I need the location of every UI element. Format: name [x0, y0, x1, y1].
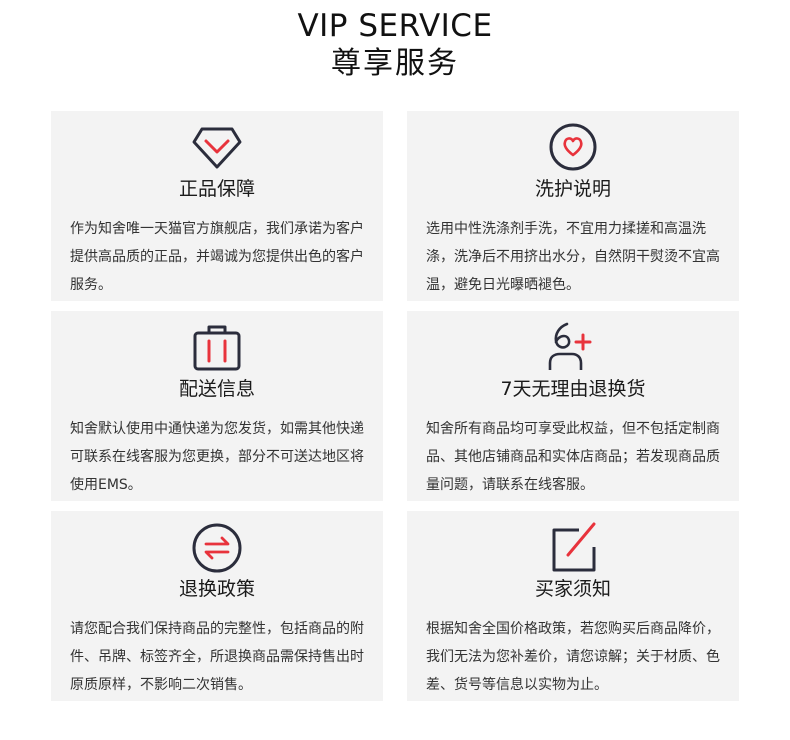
exchange-arrows-icon [51, 521, 383, 573]
gem-shield-icon [51, 121, 383, 173]
card-desc: 根据知舍全国价格政策，若您购买后商品降价，我们无法为您补差价，请您谅解；关于材质… [426, 621, 720, 693]
card-title: 洗护说明 [534, 178, 611, 200]
suitcase-icon [51, 321, 383, 373]
title-en: VIP SERVICE [297, 8, 493, 44]
card-care: 洗护说明 选用中性洗涤剂手洗，不宜用力揉搓和高温洗涤，洗净后不用挤出水分，自然阴… [407, 111, 739, 301]
title-cn: 尊享服务 [331, 46, 459, 81]
card-buyer-notice: 买家须知 根据知舍全国价格政策，若您购买后商品降价，我们无法为您补差价，请您谅解… [407, 511, 739, 701]
page-header: VIP SERVICE 尊享服务 [0, 8, 790, 82]
card-delivery: 配送信息 知舍默认使用中通快递为您发货，如需其他快递可联系在线客服为您更换，部分… [51, 311, 383, 501]
six-plus-icon [407, 321, 739, 373]
card-return-7days: 7天无理由退换货 知舍所有商品均可享受此权益，但不包括定制商品、其他店铺商品和实… [407, 311, 739, 501]
card-desc: 请您配合我们保持商品的完整性，包括商品的附件、吊牌、标签齐全，所退换商品需保持售… [70, 621, 364, 693]
card-title: 正品保障 [178, 178, 255, 200]
card-return-policy: 退换政策 请您配合我们保持商品的完整性，包括商品的附件、吊牌、标签齐全，所退换商… [51, 511, 383, 701]
card-title: 7天无理由退换货 [500, 378, 646, 400]
card-desc: 知舍默认使用中通快递为您发货，如需其他快递可联系在线客服为您更换，部分不可送达地… [70, 421, 364, 493]
card-title: 买家须知 [534, 578, 611, 600]
card-title: 配送信息 [178, 378, 255, 400]
card-desc: 选用中性洗涤剂手洗，不宜用力揉搓和高温洗涤，洗净后不用挤出水分，自然阴干熨烫不宜… [426, 221, 720, 293]
edit-square-icon [407, 521, 739, 573]
card-desc: 作为知舍唯一天猫官方旗舰店，我们承诺为客户提供高品质的正品，并竭诚为您提供出色的… [70, 221, 364, 293]
card-title: 退换政策 [178, 578, 255, 600]
card-authentic: 正品保障 作为知舍唯一天猫官方旗舰店，我们承诺为客户提供高品质的正品，并竭诚为您… [51, 111, 383, 301]
heart-circle-icon [407, 121, 739, 173]
card-desc: 知舍所有商品均可享受此权益，但不包括定制商品、其他店铺商品和实体店商品；若发现商… [426, 421, 720, 493]
